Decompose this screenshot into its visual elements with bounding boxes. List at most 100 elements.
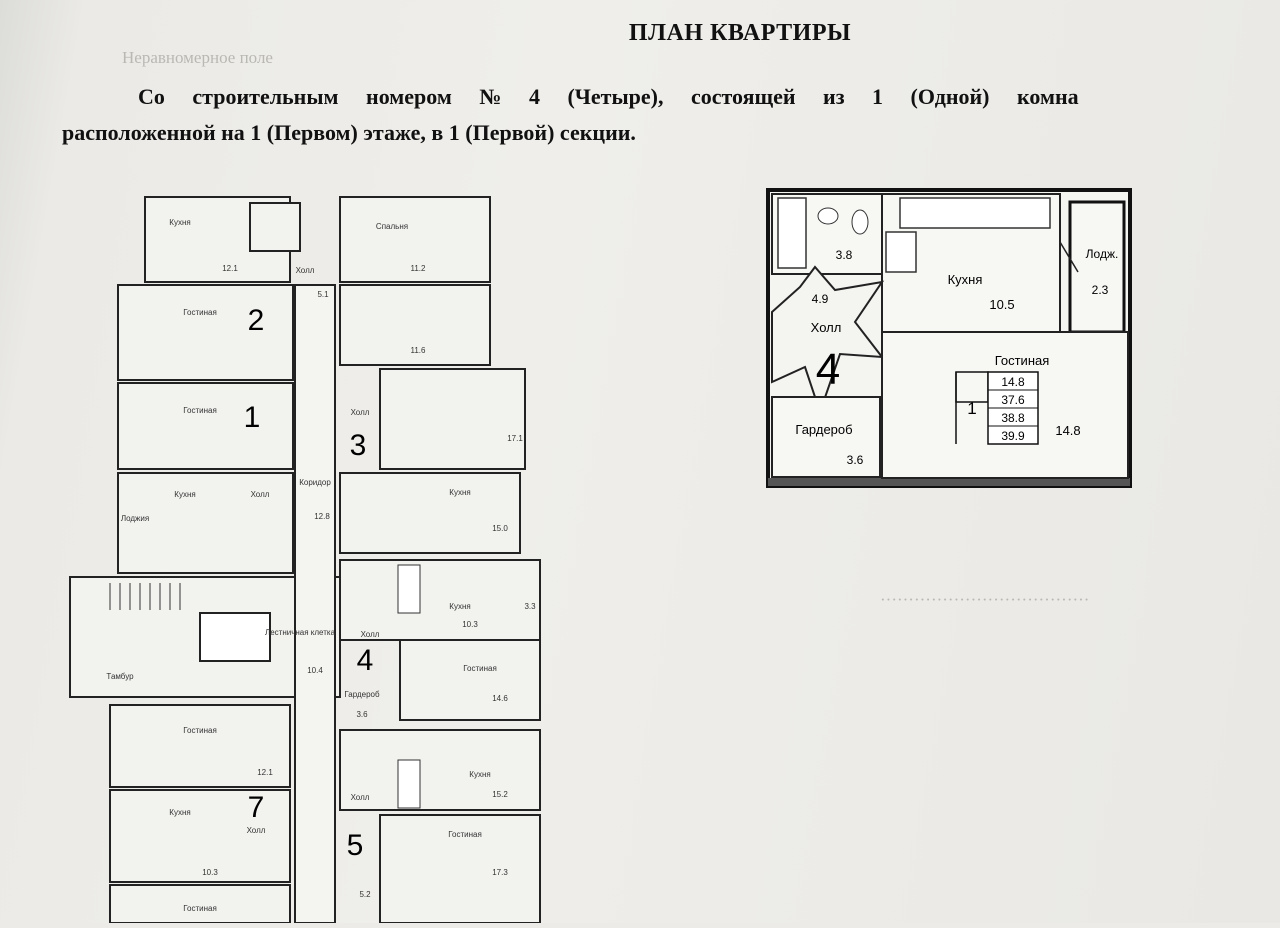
room-label: Кухня (449, 602, 470, 611)
area-label: 15.2 (492, 790, 508, 799)
room-label: Гостиная (448, 830, 482, 839)
page-title: ПЛАН КВАРТИРЫ (628, 20, 852, 46)
kitchen-area: 10.5 (989, 297, 1014, 312)
bathroom-area: 3.8 (836, 248, 853, 262)
room-label: Тамбур (106, 672, 134, 681)
area-label: 11.2 (411, 264, 427, 273)
room-label: Лоджия (121, 514, 149, 523)
kitchen-label: Кухня (948, 272, 983, 287)
room (109, 704, 291, 788)
room-label: Спальня (376, 222, 408, 231)
room-label: Холл (296, 266, 315, 275)
apartment-number: 5 (347, 829, 364, 862)
room-label: Гостиная (183, 726, 217, 735)
room-label: Холл (361, 630, 380, 639)
room (109, 789, 291, 883)
area-label: 12.1 (222, 264, 238, 273)
wardrobe-label: Гардероб (795, 422, 852, 437)
elevator-shaft (199, 612, 271, 662)
room-label: Гостиная (183, 406, 217, 415)
floor-plan-svg: 2 1 3 4 7 5 Кухня Спальня Холл Гостиная … (69, 196, 541, 924)
wardrobe-area: 3.6 (847, 453, 864, 467)
living-room-area: 14.8 (1055, 423, 1080, 438)
hall-label: Холл (811, 320, 842, 335)
room (109, 884, 291, 924)
room-label: Кухня (169, 218, 190, 227)
room (117, 284, 294, 381)
room-label: Кухня (449, 488, 470, 497)
room (339, 196, 491, 283)
loggia-label: Лодж. (1086, 247, 1119, 261)
loggia-area: 2.3 (1092, 283, 1109, 297)
area-label: 10.3 (462, 620, 478, 629)
room (339, 284, 491, 366)
floor-plan: 2 1 3 4 7 5 Кухня Спальня Холл Гостиная … (60, 185, 560, 924)
hall-area: 4.9 (812, 292, 829, 306)
stair-steps (109, 583, 181, 610)
apartment-number: 4 (816, 345, 840, 394)
apartment-number: 3 (350, 429, 367, 462)
description-line-1: Со строительным номером № 4 (Четыре), со… (138, 84, 1079, 109)
area-label: 17.1 (507, 434, 523, 443)
room (339, 559, 541, 641)
apartment-detail-svg: 3.8 Кухня 10.5 Лодж. 2.3 4.9 Холл 4 Гост… (766, 188, 1132, 488)
stove-icon (885, 231, 917, 273)
room (379, 814, 541, 924)
area-total: 37.6 (1001, 393, 1025, 407)
apartment-number: 2 (248, 304, 265, 337)
area-full: 39.9 (1001, 429, 1025, 443)
loggia-door (1059, 241, 1079, 273)
area-living: 14.8 (1001, 375, 1025, 389)
apartment-number: 1 (244, 401, 261, 434)
apartment-number: 7 (248, 791, 265, 824)
room-label: Кухня (169, 808, 190, 817)
area-label: 12.1 (257, 768, 273, 777)
room (379, 368, 526, 470)
room-label: Гостиная (183, 904, 217, 913)
apartment-number: 4 (357, 644, 374, 677)
area-with-loggia: 38.8 (1001, 411, 1025, 425)
description-line-2: расположенной на 1 (Первом) этаже, в 1 (… (62, 120, 636, 145)
bleed-through-text: ····································· (880, 590, 1090, 609)
room (339, 729, 541, 811)
area-label: 12.8 (314, 512, 330, 521)
bathtub-icon (777, 197, 807, 269)
living-room-label: Гостиная (995, 353, 1050, 368)
corridor (294, 284, 336, 924)
hall (771, 265, 885, 416)
toilet-icon (851, 209, 869, 235)
bleed-through-text: Неравномерное поле (122, 48, 273, 67)
wardrobe (771, 396, 881, 478)
room-label: Кухня (174, 490, 195, 499)
room-label: Холл (251, 490, 270, 499)
area-label: 17.3 (492, 868, 508, 877)
room-label: Гардероб (344, 690, 380, 699)
apartment-detail-plan: 3.8 Кухня 10.5 Лодж. 2.3 4.9 Холл 4 Гост… (760, 182, 1145, 492)
room (117, 472, 294, 574)
area-label: 15.0 (492, 524, 508, 533)
area-label: 10.4 (307, 666, 323, 675)
room-label: Коридор (299, 478, 331, 487)
room-label: Гостиная (463, 664, 497, 673)
room-count: 1 (967, 399, 976, 418)
area-label: 10.3 (202, 868, 218, 877)
room (249, 202, 301, 252)
room-label: Холл (351, 793, 370, 802)
room-label: Лестничная клетка (265, 628, 336, 637)
area-label: 11.6 (411, 346, 427, 355)
bathroom (397, 564, 421, 614)
room (117, 382, 294, 470)
room-label: Гостиная (183, 308, 217, 317)
kitchen-counter (899, 197, 1051, 229)
area-label: 3.3 (524, 602, 536, 611)
bathroom (397, 759, 421, 809)
sink-icon (817, 207, 839, 225)
room-label: Кухня (469, 770, 490, 779)
area-label: 3.6 (356, 710, 368, 719)
bottom-wall (768, 478, 1130, 486)
room (339, 472, 521, 554)
area-label: 5.1 (317, 290, 329, 299)
room-label: Холл (247, 826, 266, 835)
room (399, 639, 541, 721)
